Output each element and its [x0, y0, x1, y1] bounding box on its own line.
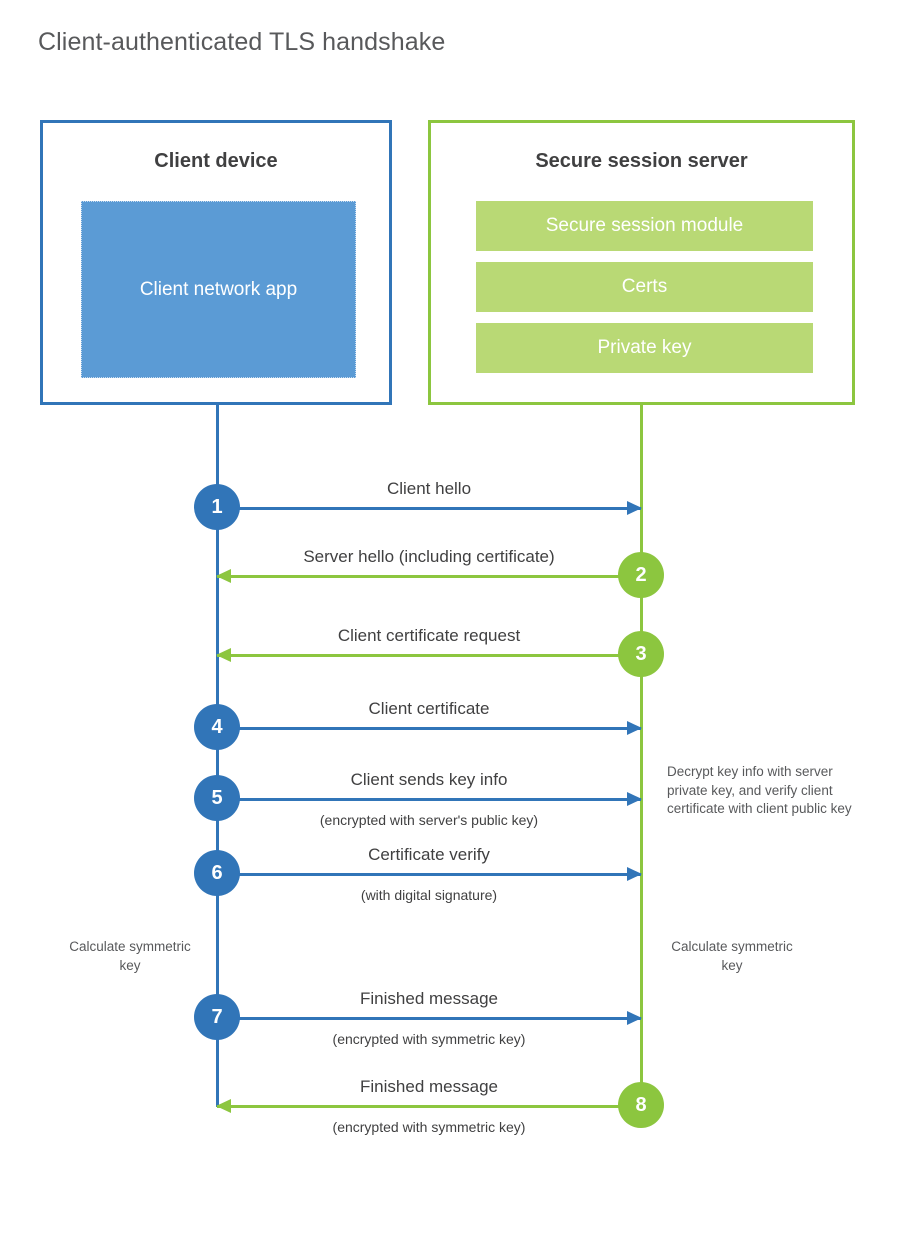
step-number: 2	[635, 563, 647, 586]
arrow-line	[217, 1105, 641, 1108]
message-arrow-5: Client sends key info (encrypted with se…	[217, 770, 642, 828]
step-circle-2: 2	[618, 552, 664, 598]
step-circle-5: 5	[194, 775, 240, 821]
server-component-label: Secure session module	[545, 215, 744, 236]
server-component-list: Secure session module Certs Private key	[476, 201, 813, 384]
step-circle-1: 1	[194, 484, 240, 530]
step-number: 3	[635, 642, 647, 665]
message-label-5: Client sends key info	[350, 770, 508, 789]
arrow-line	[217, 654, 641, 657]
step-circle-7: 7	[194, 994, 240, 1040]
arrow-head-icon	[627, 501, 642, 515]
server-component-label: Certs	[621, 276, 668, 297]
server-calculate-symmetric-key-annotation: Calculate symmetric key	[671, 939, 793, 973]
client-device-box: Client device Client network app	[40, 120, 392, 405]
client-lifeline	[216, 405, 219, 1107]
server-component-certs: Certs	[476, 262, 813, 312]
message-label-1: Client hello	[386, 479, 472, 498]
message-label-2: Server hello (including certificate)	[303, 547, 555, 566]
secure-session-server-title: Secure session server	[535, 150, 748, 172]
arrow-line	[217, 873, 641, 876]
server-lifeline	[640, 405, 643, 1107]
message-label-7: Finished message	[360, 989, 498, 1008]
client-network-app-label: Client network app	[139, 278, 298, 300]
server-decrypt-annotation: Decrypt key info with server private key…	[667, 764, 852, 817]
arrow-head-icon	[627, 792, 642, 806]
message-sublabel-8: (encrypted with symmetric key)	[332, 1119, 526, 1135]
arrow-head-icon	[216, 569, 231, 583]
step-number: 6	[211, 861, 223, 884]
message-label-8: Finished message	[360, 1077, 498, 1096]
arrow-line	[217, 575, 641, 578]
step-number: 8	[635, 1093, 647, 1116]
client-network-app-block: Client network app	[81, 201, 356, 378]
message-arrow-4: Client certificate	[217, 699, 642, 735]
message-arrow-6: Certificate verify (with digital signatu…	[217, 845, 642, 903]
step-number: 1	[211, 495, 223, 518]
arrow-head-icon	[627, 721, 642, 735]
message-arrow-8: Finished message (encrypted with symmetr…	[216, 1077, 641, 1135]
arrow-head-icon	[627, 867, 642, 881]
arrow-line	[217, 727, 641, 730]
server-component-label: Private key	[597, 337, 692, 358]
step-circle-4: 4	[194, 704, 240, 750]
step-number: 7	[211, 1005, 223, 1028]
step-circle-3: 3	[618, 631, 664, 677]
step-number: 5	[211, 786, 223, 809]
step-circle-8: 8	[618, 1082, 664, 1128]
arrow-line	[217, 798, 641, 801]
step-number: 4	[211, 715, 223, 738]
message-arrow-7: Finished message (encrypted with symmetr…	[217, 989, 642, 1047]
arrow-head-icon	[216, 648, 231, 662]
arrow-head-icon	[627, 1011, 642, 1025]
message-sublabel-5: (encrypted with server's public key)	[319, 812, 539, 828]
arrow-line	[217, 1017, 641, 1020]
message-arrow-3: Client certificate request	[216, 626, 641, 662]
message-arrow-1: Client hello	[217, 479, 642, 515]
step-circle-6: 6	[194, 850, 240, 896]
message-sublabel-7: (encrypted with symmetric key)	[332, 1031, 526, 1047]
message-label-3: Client certificate request	[337, 626, 521, 645]
message-label-4: Client certificate	[368, 699, 490, 718]
message-sublabel-6: (with digital signature)	[360, 887, 498, 903]
arrow-line	[217, 507, 641, 510]
message-arrow-2: Server hello (including certificate)	[216, 547, 641, 583]
server-component-private-key: Private key	[476, 323, 813, 373]
arrow-head-icon	[216, 1099, 231, 1113]
client-device-title: Client device	[154, 150, 278, 172]
message-label-6: Certificate verify	[368, 845, 490, 864]
client-calculate-symmetric-key-annotation: Calculate symmetric key	[69, 939, 191, 973]
secure-session-server-box: Secure session server Secure session mod…	[428, 120, 855, 405]
server-component-secure-session-module: Secure session module	[476, 201, 813, 251]
page-title: Client-authenticated TLS handshake	[38, 28, 446, 56]
